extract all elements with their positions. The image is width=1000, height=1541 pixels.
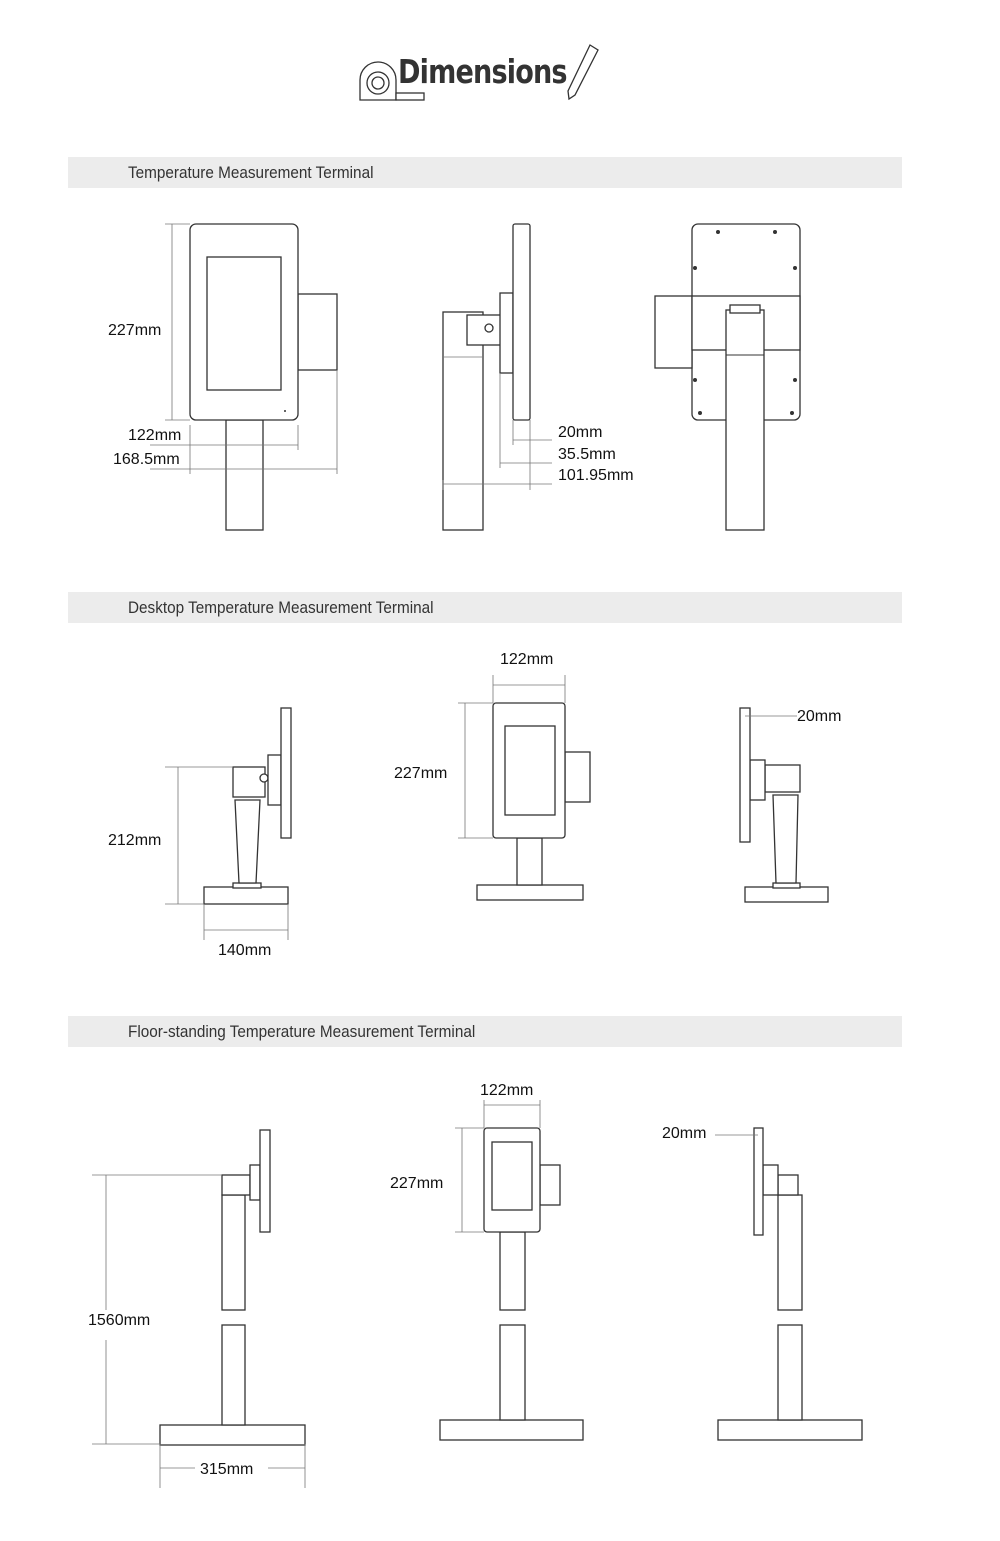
dim-width: 122mm — [500, 651, 553, 668]
floor-front-view — [439, 1100, 584, 1441]
dim-height: 227mm — [108, 322, 161, 339]
floor-side-view — [92, 1129, 306, 1488]
dim-total-width: 168.5mm — [113, 451, 180, 468]
dim-bracket-depth: 35.5mm — [558, 446, 616, 463]
desktop-side-view — [165, 707, 292, 940]
section-header-desktop: Desktop Temperature Measurement Terminal — [68, 592, 902, 623]
dim-stand-height: 212mm — [108, 832, 161, 849]
desktop-front-view — [458, 675, 591, 901]
dim-width: 122mm — [480, 1082, 533, 1099]
dim-thickness: 20mm — [662, 1125, 706, 1142]
terminal-side-view — [442, 223, 552, 531]
terminal-back-view — [654, 223, 801, 531]
pencil-icon — [567, 44, 599, 101]
section-header-terminal: Temperature Measurement Terminal — [68, 157, 902, 188]
section-title: Floor-standing Temperature Measurement T… — [128, 1022, 476, 1041]
dim-total-depth: 101.95mm — [558, 467, 634, 484]
dim-height: 227mm — [390, 1175, 443, 1192]
dim-height: 227mm — [394, 765, 447, 782]
section-header-floor: Floor-standing Temperature Measurement T… — [68, 1016, 902, 1047]
terminal-front-view — [150, 223, 338, 531]
dim-base-width: 315mm — [200, 1461, 253, 1478]
dim-thickness: 20mm — [797, 708, 841, 725]
dim-stand-height: 1560mm — [88, 1312, 150, 1329]
section-title: Temperature Measurement Terminal — [128, 163, 374, 182]
dim-thickness: 20mm — [558, 424, 602, 441]
desktop-other-side-view — [739, 707, 829, 903]
floor-other-side-view — [715, 1127, 863, 1441]
tape-measure-icon — [359, 61, 425, 101]
section-title: Desktop Temperature Measurement Terminal — [128, 598, 434, 617]
page-title: Dimensions — [398, 52, 568, 91]
dim-width: 122mm — [128, 427, 181, 444]
dim-base-width: 140mm — [218, 942, 271, 959]
